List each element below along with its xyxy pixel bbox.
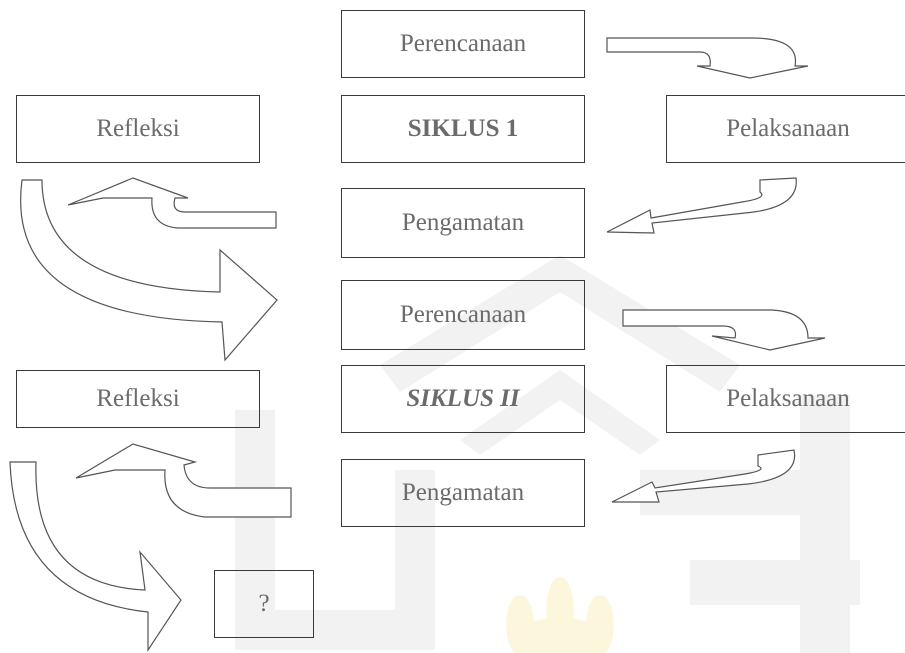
box-refleksi-1: Refleksi (16, 95, 260, 163)
box-pelaksanaan-1: Pelaksanaan (666, 95, 905, 163)
box-refleksi-2: Refleksi (16, 370, 260, 428)
arrow-observe-to-reflect-2 (75, 443, 292, 518)
box-siklus-1: SIKLUS 1 (341, 95, 585, 163)
arrow-reflect-to-next (9, 461, 182, 652)
label-pelaksanaan-2: Pelaksanaan (726, 385, 850, 412)
box-siklus-2: SIKLUS II (341, 365, 585, 433)
arrow-reflect-to-plan-2 (20, 179, 278, 362)
box-pengamatan-1: Pengamatan (341, 188, 585, 258)
box-pengamatan-2: Pengamatan (341, 459, 585, 527)
box-perencanaan-2: Perencanaan (341, 280, 585, 350)
label-siklus-2: SIKLUS II (406, 385, 520, 412)
label-pengamatan-1: Pengamatan (401, 209, 525, 236)
label-pelaksanaan-1: Pelaksanaan (726, 115, 850, 142)
box-next-cycle: ? (214, 570, 314, 638)
box-perencanaan-1: Perencanaan (341, 10, 585, 78)
arrow-act-to-observe-1 (606, 177, 797, 234)
arrow-act-to-observe-2 (611, 449, 796, 503)
label-perencanaan-2: Perencanaan (399, 301, 527, 328)
label-perencanaan-1: Perencanaan (399, 30, 527, 57)
arrow-plan-to-act-2 (622, 309, 826, 351)
label-refleksi-2: Refleksi (96, 385, 180, 412)
label-next-cycle: ? (258, 590, 270, 617)
label-siklus-1: SIKLUS 1 (407, 115, 519, 142)
label-refleksi-1: Refleksi (96, 115, 180, 142)
arrow-plan-to-act-1 (606, 37, 809, 79)
arrow-observe-to-reflect-1 (67, 177, 277, 229)
label-pengamatan-2: Pengamatan (401, 479, 525, 506)
box-pelaksanaan-2: Pelaksanaan (666, 365, 905, 433)
